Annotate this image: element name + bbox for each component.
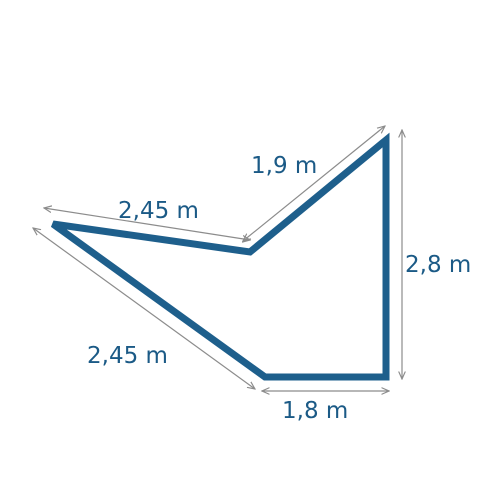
label-top-right-edge: 1,9 m	[251, 153, 317, 179]
dimension-line-top-right	[243, 126, 385, 241]
dimension-line-bottom-left	[33, 228, 255, 389]
label-right-edge: 2,8 m	[405, 252, 471, 278]
label-bottom-edge: 1,8 m	[282, 398, 348, 424]
label-top-left-edge: 2,45 m	[118, 198, 199, 224]
label-bottom-left-edge: 2,45 m	[87, 343, 168, 369]
pentagon-shape-outline	[50, 132, 390, 381]
